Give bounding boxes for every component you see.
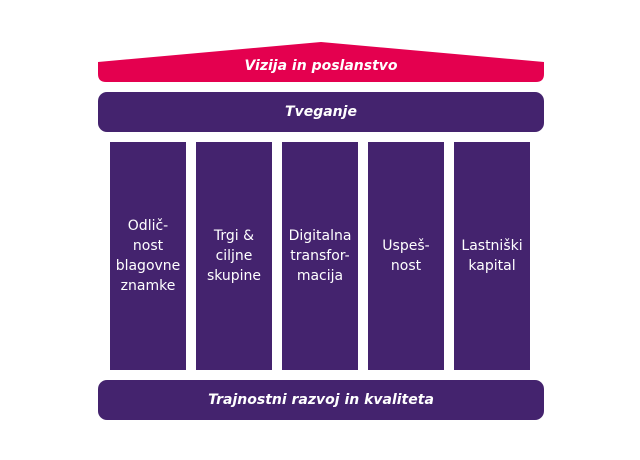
- roof-vision-mission: Vizija in poslanstvo: [98, 40, 544, 84]
- pillar-brand-excellence: Odlič- nost blagovne znamke: [110, 142, 186, 370]
- risk-band: Tveganje: [98, 92, 544, 132]
- pillar-markets-target-groups: Trgi & ciljne skupine: [196, 142, 272, 370]
- risk-band-label: Tveganje: [285, 104, 357, 120]
- roof-shape: [98, 42, 544, 82]
- pillar-performance: Uspeš- nost: [368, 142, 444, 370]
- pillar-label: Lastniški kapital: [461, 238, 523, 274]
- pillar-equity: Lastniški kapital: [454, 142, 530, 370]
- base-band-label: Trajnostni razvoj in kvaliteta: [208, 392, 434, 408]
- base-band: Trajnostni razvoj in kvaliteta: [98, 380, 544, 420]
- roof-label: Vizija in poslanstvo: [244, 58, 398, 74]
- pillar-label: Trgi & ciljne skupine: [206, 228, 262, 284]
- pillar-digital-transformation: Digitalna transfor- macija: [282, 142, 358, 370]
- pillar-label: Uspeš- nost: [382, 238, 430, 274]
- pillar-label: Odlič- nost blagovne znamke: [115, 218, 181, 294]
- pillar-label: Digitalna transfor- macija: [288, 228, 352, 284]
